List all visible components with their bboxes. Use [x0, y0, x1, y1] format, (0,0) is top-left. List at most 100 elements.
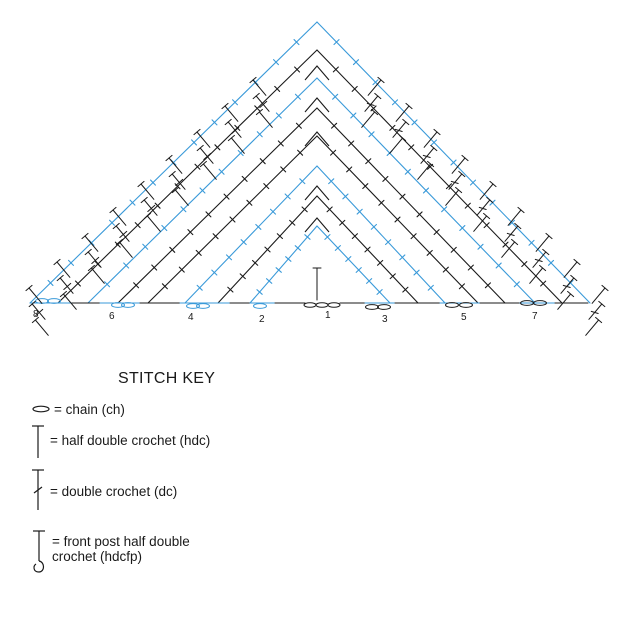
outer-row-outlines — [29, 21, 591, 304]
dc-stitch — [529, 267, 544, 284]
stitch-tick — [263, 183, 270, 190]
hdc-stitch-bar — [259, 100, 268, 108]
stitch-tick — [104, 281, 111, 288]
hdc-stitch-top — [112, 222, 120, 230]
stitch-tick — [484, 282, 491, 289]
stitch-tick — [339, 219, 346, 226]
stitch-tick — [324, 234, 331, 240]
stitch-tick — [299, 178, 306, 185]
row-number: 6 — [109, 311, 115, 322]
dc-stitch-bar — [366, 102, 375, 106]
stitch-tick — [150, 179, 156, 186]
row-outline — [316, 49, 563, 304]
dc-stitch-top — [601, 284, 609, 292]
hdc-stitch-top — [28, 300, 36, 308]
dc-stitch-top — [461, 154, 469, 162]
row-outline — [316, 107, 506, 304]
hdc-stitch-bar — [231, 126, 240, 134]
key-label-hdcfp-line1: = front post half double — [52, 534, 190, 549]
stitch-tick — [301, 206, 308, 213]
stitch-tick — [229, 216, 236, 223]
dc-stitch-top — [377, 76, 385, 84]
stitch-tick — [194, 163, 201, 170]
stitch-tick — [352, 59, 360, 66]
stitch-tick — [161, 283, 168, 290]
hdc-stitch — [118, 241, 133, 258]
stitch-tick — [240, 239, 247, 246]
dc-stitch — [364, 95, 379, 112]
dc-stitch-top — [567, 290, 575, 298]
chain-stitch-icon — [32, 405, 50, 413]
hdc-stitch-top — [196, 144, 204, 152]
row-outline — [184, 165, 318, 304]
dc-stitch-top — [430, 144, 438, 152]
stitch-tick — [377, 259, 384, 266]
stitch-tick — [196, 284, 203, 291]
stitch-tick — [385, 239, 392, 246]
stitch-tick — [458, 283, 465, 290]
row-outline — [316, 165, 446, 304]
crochet-chart: 1 2 3 4 5 6 7 8 — [25, 21, 609, 336]
center-chevron — [304, 217, 330, 233]
key-label-dc: = double crochet (dc) — [50, 484, 178, 499]
dc-stitch-top — [458, 170, 466, 178]
stitch-tick — [348, 140, 355, 147]
chain-stitch — [121, 302, 135, 308]
dc-stitch-top — [427, 160, 435, 168]
dc-stitch-top — [486, 196, 494, 204]
chain-stitch — [253, 303, 267, 309]
hdc-stitch — [59, 277, 74, 294]
chain-stitch — [315, 302, 329, 308]
hdc-stitch-bar — [63, 282, 72, 290]
stitch-tick — [355, 267, 362, 273]
stitch-tick — [174, 183, 181, 190]
hdc-stitch — [174, 189, 189, 206]
dc-stitch — [451, 157, 466, 174]
stitch-tick — [399, 193, 406, 200]
stitch-tick — [274, 85, 281, 92]
hdc-stitch — [90, 267, 105, 284]
hdc-stitch — [28, 287, 43, 304]
stitch-tick — [364, 246, 371, 253]
stitch-tick — [408, 144, 415, 151]
stitch-tick — [284, 193, 291, 200]
hdc-stitch — [34, 319, 49, 336]
row-number: 7 — [532, 311, 538, 322]
stitch-tick — [239, 273, 246, 280]
stitch-tick — [467, 264, 474, 271]
dc-stitch-bar — [450, 180, 459, 184]
stitch-tick — [123, 262, 130, 269]
dc-stitch — [560, 277, 575, 294]
hdc-stitch-bar — [35, 308, 44, 316]
stitch-tick — [394, 216, 401, 223]
stitch-tick — [294, 245, 302, 251]
stitch-tick — [133, 282, 140, 289]
stitch-tick — [345, 256, 352, 262]
stitch-tick — [134, 222, 141, 229]
stitch-tick — [211, 119, 218, 126]
chain-stitch — [196, 303, 210, 309]
hdc-stitch-top — [81, 232, 89, 240]
stitch-tick — [422, 187, 430, 194]
stitch-tick — [289, 219, 296, 226]
hdc-stitch — [112, 209, 127, 226]
hdc-stitch — [199, 147, 214, 164]
stitch-tick — [450, 159, 457, 166]
stitch-tick — [326, 206, 333, 213]
dc-stitch-top — [598, 300, 606, 308]
stitch-tick — [370, 223, 377, 230]
stitch-tick — [256, 289, 263, 295]
center-chevron — [304, 185, 330, 201]
stitch-tick — [178, 266, 185, 273]
stitch-tick — [142, 243, 149, 250]
hdc-stitch — [84, 235, 99, 252]
stitch-tick — [277, 140, 284, 147]
stitch-tick — [114, 241, 121, 248]
stitch-tick — [495, 262, 502, 269]
stitch-tick — [180, 206, 187, 213]
dc-stitch-top — [514, 222, 522, 230]
dc-stitch-top — [489, 180, 497, 188]
stitch-tick — [502, 241, 509, 248]
stitch-tick — [389, 124, 396, 131]
dc-stitch-top — [595, 316, 603, 324]
